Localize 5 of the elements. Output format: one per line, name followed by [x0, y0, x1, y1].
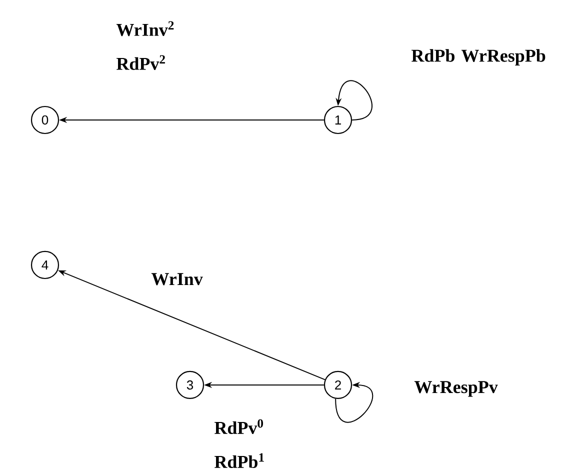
edge-label: WrInv	[151, 273, 203, 286]
edge-label: RdPv$^{0}$ RdPb$^{1}$	[214, 419, 264, 468]
edge-label: WrRespPv	[414, 381, 498, 397]
edge-label: RdPb WrRespPb	[412, 49, 546, 66]
edge-label: WrInv$^{2}$ RdPv$^{2}$	[116, 21, 174, 70]
